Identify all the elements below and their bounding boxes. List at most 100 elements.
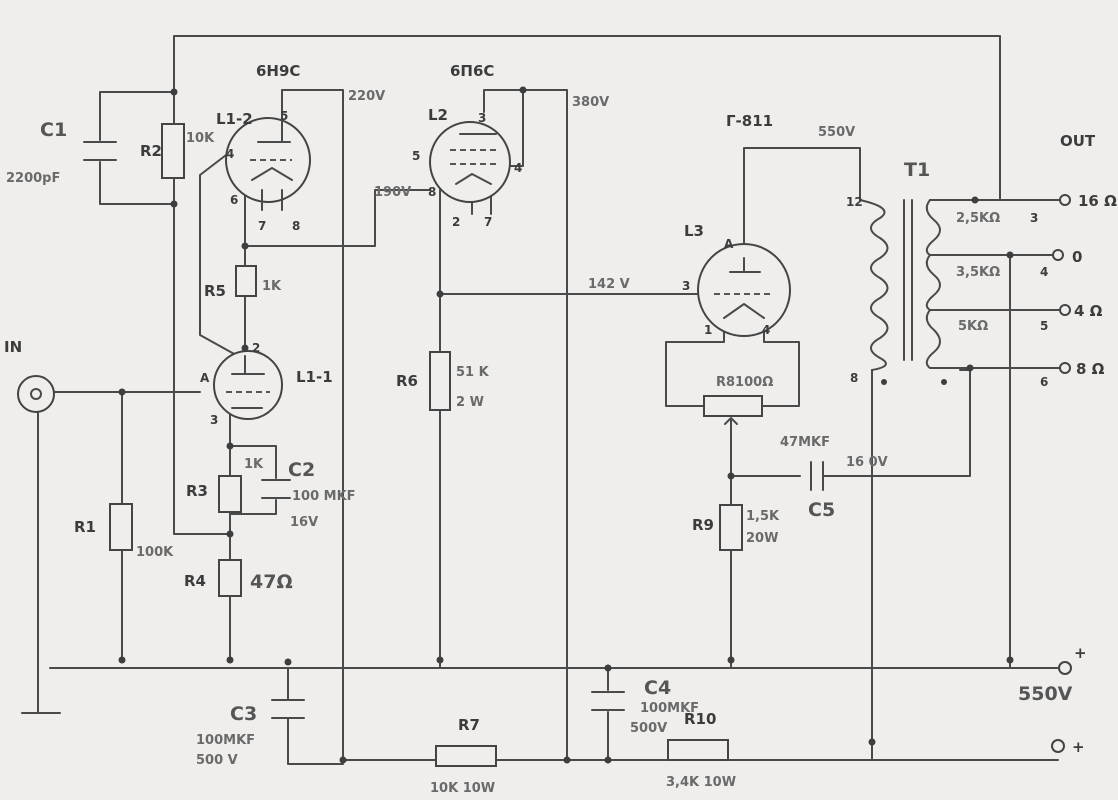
input-jack-icon: [17, 375, 55, 413]
pin-label: 8: [428, 185, 436, 199]
pin-label: 6: [230, 193, 238, 207]
label-c4-voltage: 500V: [630, 721, 667, 736]
pin-label: 4: [1040, 265, 1048, 279]
label-r10-value: 3,4K 10W: [666, 775, 736, 790]
resistor-r10: [667, 739, 729, 761]
label-550v: 550V: [818, 125, 855, 140]
resistor-r6: [429, 351, 451, 411]
label-c2-voltage: 16V: [290, 515, 318, 530]
label-t1: T1: [904, 159, 930, 181]
pin-label: 5: [412, 149, 420, 163]
tube-l2: [429, 121, 511, 203]
label-r5-value: 1K: [262, 279, 282, 294]
label-r1: R1: [74, 518, 96, 536]
pin-label: 5: [280, 109, 288, 123]
label-c5-voltage: 16 0V: [846, 455, 888, 470]
tube-l1-2: [225, 117, 311, 211]
label-190v: 190V: [374, 185, 411, 200]
pin-label: 6: [1040, 375, 1048, 389]
resistor-r4: [218, 559, 242, 597]
label-c5-value: 47MKF: [780, 435, 830, 450]
label-supply-plus: +: [1074, 644, 1087, 662]
capacitor-c4: [591, 691, 625, 711]
label-c3: C3: [230, 703, 257, 725]
label-out-0: 0: [1072, 248, 1082, 266]
label-supply-550v: 550V: [1018, 683, 1073, 705]
resistor-r2: [161, 123, 185, 179]
label-r7: R7: [458, 716, 480, 734]
label-supply-plus-2: +: [1072, 738, 1085, 756]
label-c3-voltage: 500 V: [196, 753, 238, 768]
pin-label: A: [724, 237, 734, 251]
pin-label: 4: [226, 147, 234, 161]
pin-label: 8: [292, 219, 300, 233]
label-r1-value: 100K: [136, 545, 174, 560]
label-c2-value: 100 MKF: [292, 489, 356, 504]
capacitor-c1: [83, 141, 117, 161]
label-tube3-type: Г-811: [726, 112, 773, 130]
label-tap-5k: 5KΩ: [958, 319, 988, 334]
label-c4: C4: [644, 677, 671, 699]
pin-label: 2: [452, 215, 460, 229]
label-r3-value: 1K: [244, 457, 264, 472]
pin-label: 3: [210, 413, 218, 427]
label-out: OUT: [1060, 132, 1096, 150]
resistor-r3: [218, 475, 242, 513]
label-c3-value: 100MKF: [196, 733, 255, 748]
pin-label: 7: [484, 215, 492, 229]
label-c4-value: 100MKF: [640, 701, 699, 716]
potentiometer-r8: [703, 395, 763, 425]
label-r2: R2: [140, 142, 162, 160]
pin-label: 8: [850, 371, 858, 385]
label-c2: C2: [288, 459, 315, 481]
pin-label: 5: [1040, 319, 1048, 333]
label-tap-3-5k: 3,5KΩ: [956, 265, 1000, 280]
label-in: IN: [4, 338, 22, 356]
label-r5: R5: [204, 282, 226, 300]
labels: IN OUT C1 2200pF R2 10K 6Н9С L1-2 220V 5…: [4, 62, 1117, 796]
label-l1-2: L1-2: [216, 110, 253, 128]
pin-label: 2: [252, 341, 260, 355]
capacitor-c5: [810, 461, 824, 491]
resistor-r7: [435, 745, 497, 767]
label-r7-value: 10K 10W: [430, 781, 495, 796]
pin-label: 7: [258, 219, 266, 233]
label-r6: R6: [396, 372, 418, 390]
label-r8: R8100Ω: [716, 375, 773, 390]
resistor-r1: [109, 503, 133, 551]
pin-label: 12: [846, 195, 863, 209]
label-r4: R4: [184, 572, 206, 590]
capacitor-c3: [271, 699, 305, 719]
label-c5: C5: [808, 499, 835, 521]
pin-label: 1: [704, 323, 712, 337]
label-out-8: 8 Ω: [1076, 360, 1105, 378]
label-out-4: 4 Ω: [1074, 302, 1103, 320]
label-tube1-type: 6Н9С: [256, 62, 300, 80]
pin-label: 3: [1030, 211, 1038, 225]
label-r9-power: 20W: [746, 531, 778, 546]
capacitor-c2: [261, 479, 291, 499]
label-r2-value: 10K: [186, 131, 215, 146]
transformer-t1: [859, 199, 947, 385]
label-l2: L2: [428, 106, 448, 124]
label-l3: L3: [684, 222, 704, 240]
label-r3: R3: [186, 482, 208, 500]
label-380v: 380V: [572, 95, 609, 110]
wires: [21, 35, 1066, 765]
label-tube2-type: 6П6С: [450, 62, 494, 80]
label-r4-value: 47Ω: [250, 571, 293, 593]
tube-l3: [697, 243, 791, 337]
label-r10: R10: [684, 710, 716, 728]
label-220v: 220V: [348, 89, 385, 104]
label-l1-1: L1-1: [296, 368, 333, 386]
label-c1-value: 2200pF: [6, 171, 60, 186]
pin-label: 4: [514, 161, 522, 175]
label-r6-power: 2 W: [456, 395, 484, 410]
junction-dots: [118, 86, 1014, 764]
pin-label: 4: [762, 323, 770, 337]
label-r9: R9: [692, 516, 714, 534]
label-tap-2-5k: 2,5KΩ: [956, 211, 1000, 226]
resistor-r5: [235, 265, 257, 297]
label-r6-value: 51 K: [456, 365, 490, 380]
